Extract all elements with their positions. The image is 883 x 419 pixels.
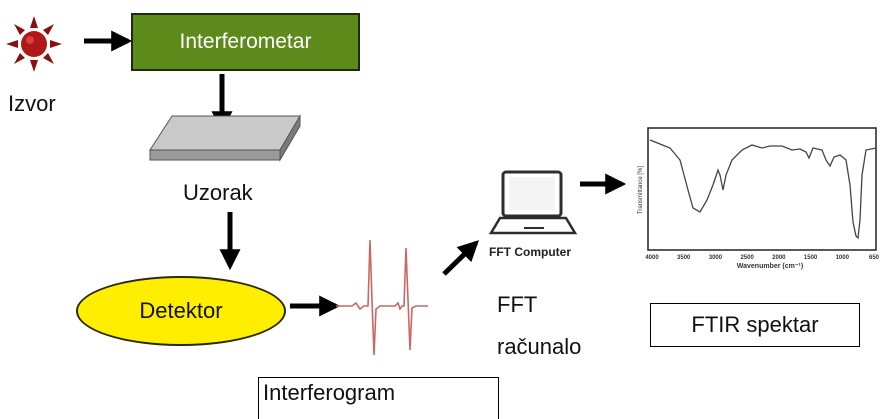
- interferogram-label: Interferogram: [263, 380, 396, 405]
- spectrum-x-tick-label: 3000: [709, 255, 723, 261]
- spectrum-x-tick-label: 1500: [804, 255, 818, 261]
- spectrum-x-tick-label: 1000: [836, 255, 850, 261]
- spectrum-x-tick-label: 4000: [645, 255, 659, 261]
- computer-label-line1: FFT: [497, 292, 538, 317]
- spectrum-ylabel: Transmittance [%]: [638, 166, 644, 214]
- interferometer-box: Interferometar: [131, 13, 360, 71]
- interferometer-label: Interferometar: [179, 30, 312, 53]
- arrow-interferogram-to-computer: [442, 240, 480, 276]
- interferogram-waveform: [336, 239, 428, 356]
- spectrum-box-label: FTIR spektar: [691, 312, 819, 337]
- spectrum-x-tick-label: 2000: [772, 255, 786, 261]
- sample-plate-icon: [149, 114, 301, 162]
- interferogram-label-box: Interferogram: [258, 377, 499, 419]
- spectrum-x-ticks: 4000 3500 3000 2500 2000 1500 1000 650: [645, 255, 879, 261]
- spectrum-x-tick-label: 2500: [740, 255, 754, 261]
- ftir-spectrum-plot: Transmittance [%] Wavenumber (cm⁻¹) 4000…: [638, 127, 880, 270]
- spectrum-x-tick-label: 650: [869, 255, 880, 261]
- computer-screen-caption: FFT Computer: [489, 245, 571, 259]
- sample-label: Uzorak: [183, 180, 253, 205]
- spectrum-xlabel: Wavenumber (cm⁻¹): [737, 263, 803, 270]
- computer-label-line2: računalo: [497, 334, 582, 359]
- light-source-icon: [6, 16, 62, 72]
- laptop-icon: [488, 170, 578, 235]
- detector-label: Detektor: [139, 298, 223, 323]
- source-label: Izvor: [8, 91, 56, 116]
- spectrum-x-tick-label: 3500: [677, 255, 691, 261]
- spectrum-label-box: FTIR spektar: [650, 303, 860, 347]
- detector-ellipse: Detektor: [76, 276, 286, 346]
